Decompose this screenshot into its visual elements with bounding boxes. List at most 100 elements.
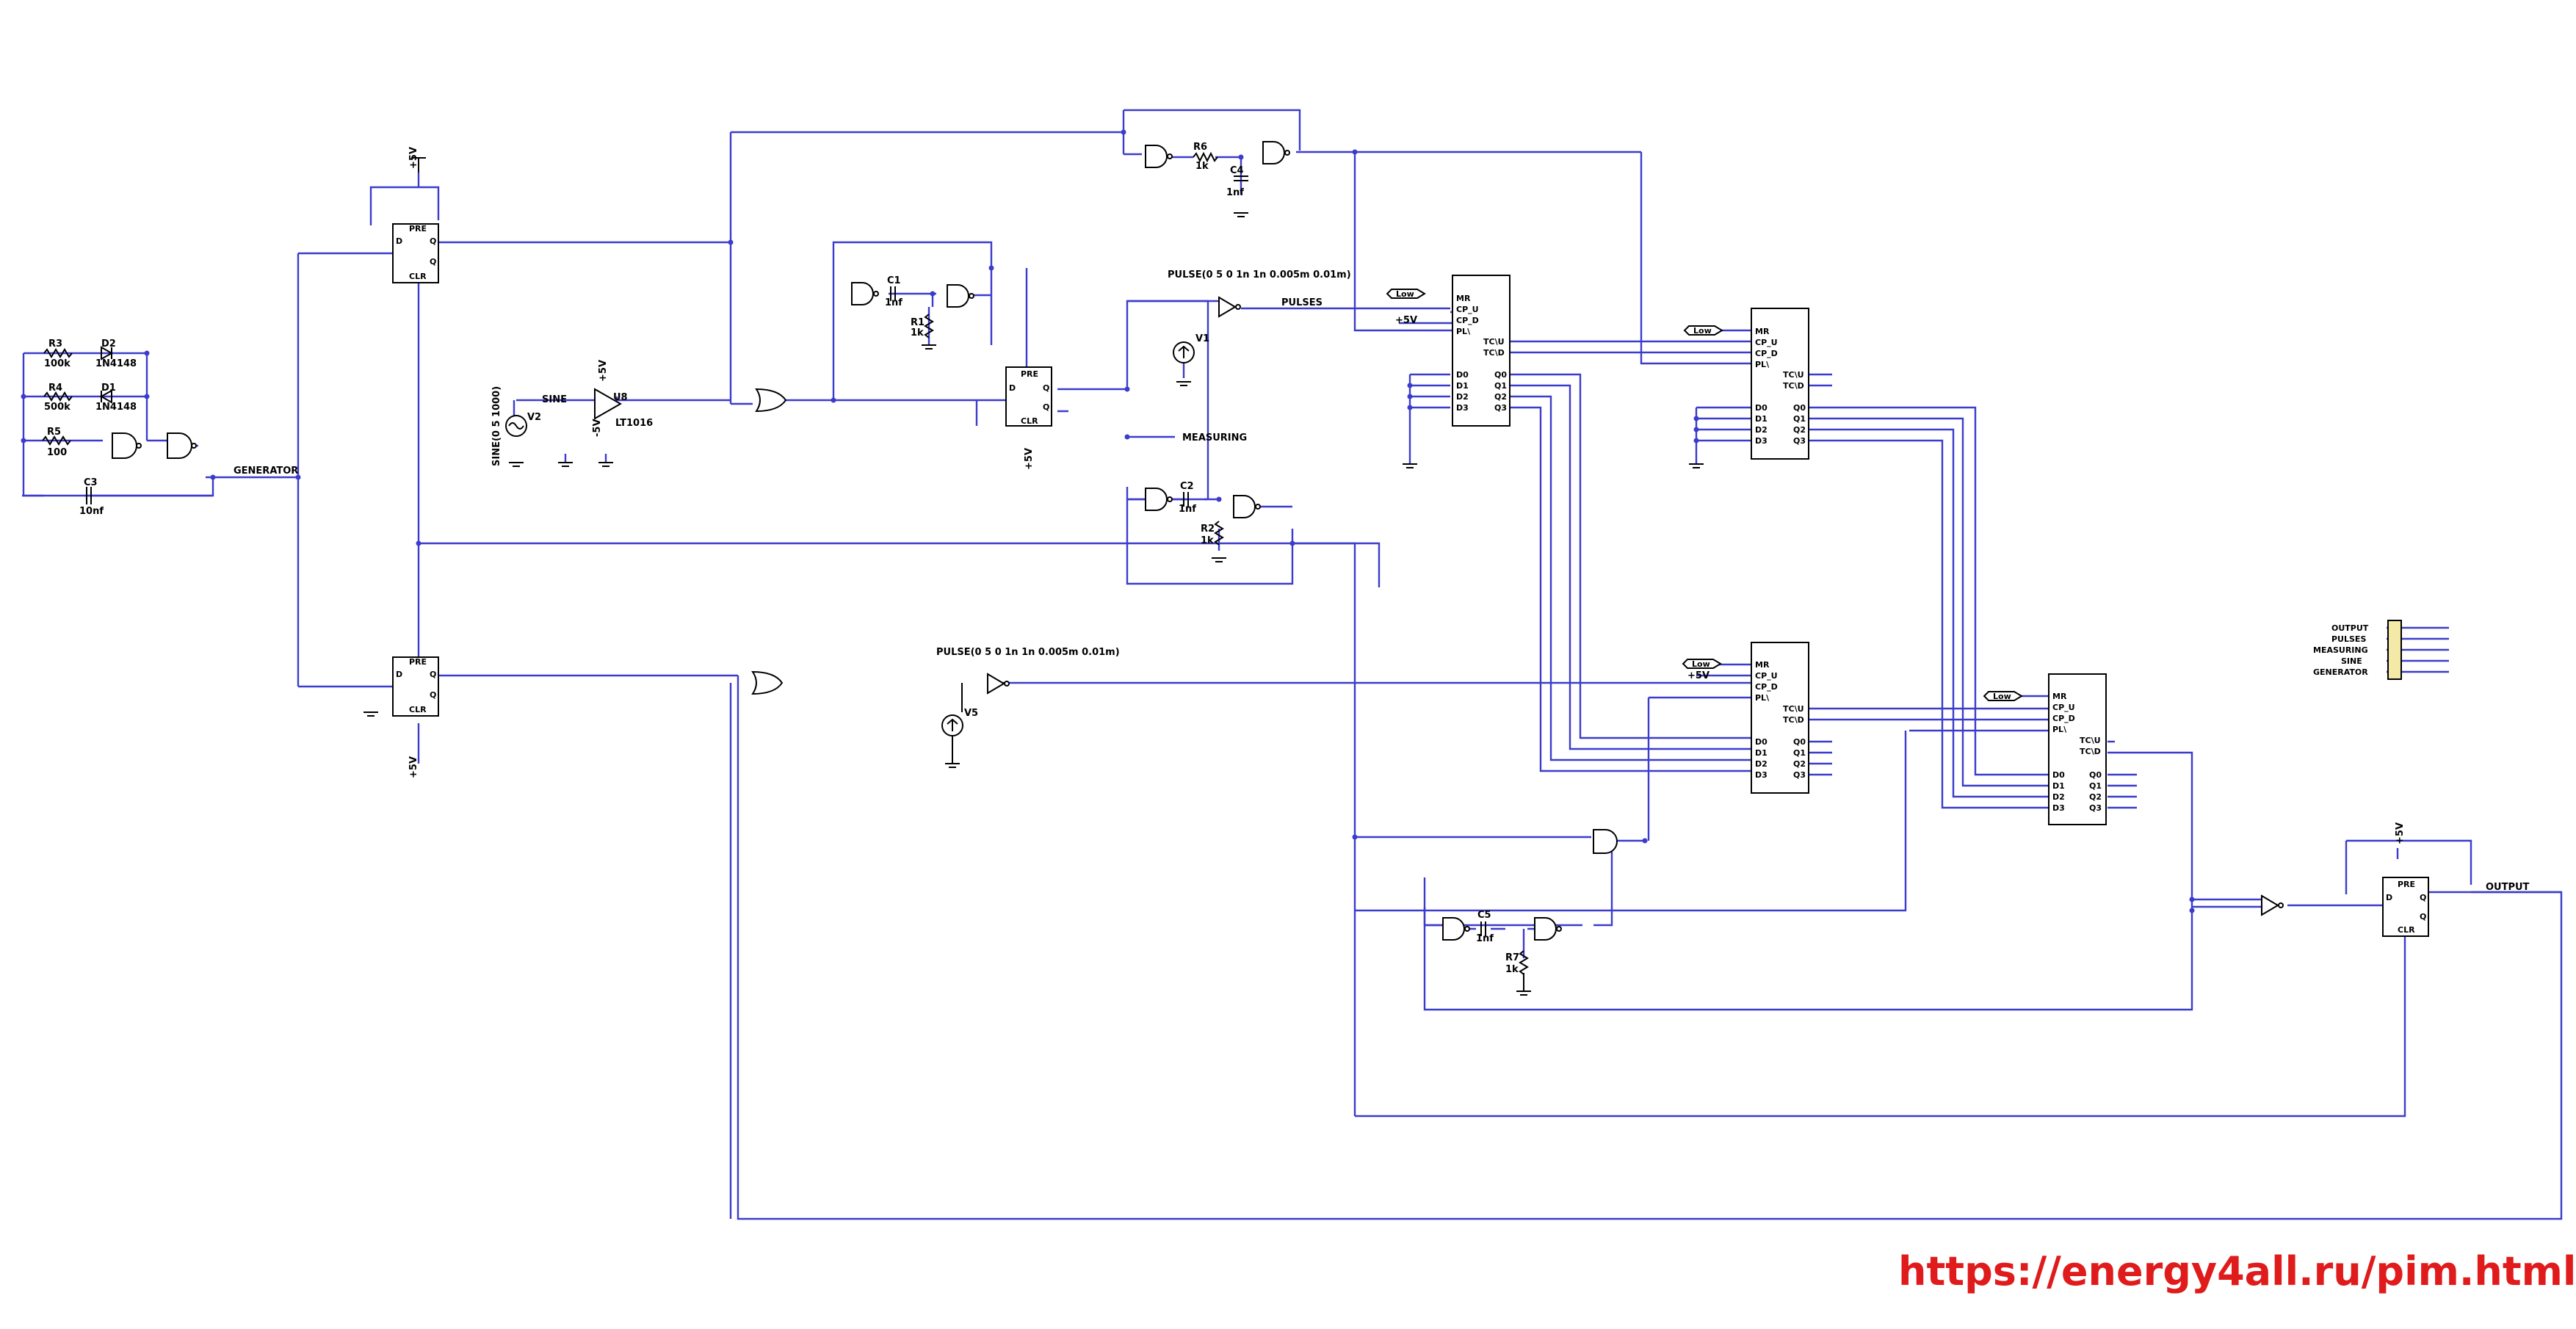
c2-tcd: TC\D: [1783, 381, 1804, 391]
v2-label: V2: [527, 412, 541, 423]
counter-3: MR CP_U CP_D PL\ TC\U TC\D D0 D1 D2 D3 Q…: [1682, 642, 1809, 794]
ff2-qn: Q: [430, 690, 436, 700]
c3-low-flag: Low: [1692, 659, 1710, 669]
r6-label: R6: [1193, 142, 1207, 153]
capacitor-c5: [1480, 921, 1486, 936]
c3-tcd: TC\D: [1783, 715, 1804, 725]
c2-low-flag: Low: [1693, 326, 1712, 336]
v2-value: SINE(0 5 1000): [491, 386, 502, 466]
c2-q2: Q2: [1793, 425, 1806, 435]
pulses-net-label: PULSES: [1281, 297, 1323, 308]
c3-d2: D2: [1755, 759, 1768, 769]
pulse-source-v5: PULSE(0 5 0 1n 1n 0.005m 0.01m) V5: [936, 647, 1120, 768]
probe-pulses: PULSES: [2331, 634, 2366, 644]
counter-4: MR CP_U CP_D PL\ TC\U TC\D D0 D1 D2 D3 Q…: [1983, 673, 2107, 825]
c1-pl: PL\: [1456, 327, 1471, 336]
nand-gate-generator-2: [167, 432, 192, 459]
c1-vcc-label: +5V: [1395, 315, 1417, 326]
nand-gate-generator-1: [112, 432, 137, 459]
c2-q3: Q3: [1793, 436, 1806, 446]
c3-cpu: CP_U: [1755, 671, 1778, 681]
c3-cpd: CP_D: [1755, 682, 1778, 692]
c1-q2: Q2: [1494, 392, 1507, 402]
c2-d0: D0: [1755, 403, 1768, 413]
sine-block: V2 SINE(0 5 1000) SINE U8 LT1016 +5V -5V: [491, 360, 653, 467]
resistor-r2: [1214, 521, 1224, 546]
r3-value: 100k: [44, 358, 70, 369]
probe-output: OUTPUT: [2331, 623, 2369, 633]
c4-d2: D2: [2052, 792, 2065, 802]
c3-q0: Q0: [1793, 737, 1806, 747]
c4-q1: Q1: [2089, 781, 2102, 791]
ff3-clr: CLR: [1021, 416, 1038, 426]
ff1-d: D: [396, 236, 402, 246]
r6-value: 1k: [1195, 161, 1209, 172]
c1-q1: Q1: [1494, 381, 1507, 391]
c3-d3: D3: [1755, 770, 1768, 780]
monostable-top: R6 1k C4 1nf: [1145, 141, 1290, 217]
source-url[interactable]: https://energy4all.ru/pim.html: [1898, 1248, 2576, 1294]
flipflop-2: PRE D Q Q CLR +5V: [363, 656, 439, 778]
v5-label: V5: [964, 708, 978, 719]
u8-vcc-label: +5V: [598, 360, 609, 382]
capacitor-c2: [1183, 492, 1189, 507]
ffo-clr: CLR: [2398, 925, 2415, 935]
c1-mr: MR: [1456, 294, 1471, 303]
c1-q3: Q3: [1494, 403, 1507, 413]
junctions: [21, 129, 2195, 913]
r4-label: R4: [48, 383, 62, 394]
c4-d3: D3: [2052, 803, 2065, 813]
c4-q0: Q0: [2089, 770, 2102, 780]
counter-2: MR CP_U CP_D PL\ TC\U TC\D D0 D1 D2 D3 Q…: [1683, 308, 1809, 468]
c4-q3: Q3: [2089, 803, 2102, 813]
c4-label: C4: [1230, 165, 1244, 176]
probe-measuring: MEASURING: [2313, 645, 2368, 655]
or-gate-top: [755, 388, 787, 413]
c4-tcd: TC\D: [2080, 747, 2101, 756]
v1-value: PULSE(0 5 0 1n 1n 0.005m 0.01m): [1168, 269, 1351, 280]
sine-net-label: SINE: [542, 394, 567, 405]
c4-low-flag: Low: [1993, 692, 2011, 701]
resistor-r3: [43, 348, 73, 358]
c5-value: 1nf: [1476, 933, 1494, 944]
capacitor-c1: [890, 286, 896, 301]
c2-pl: PL\: [1755, 360, 1770, 369]
c2-d1: D1: [1755, 414, 1768, 424]
c3-q2: Q2: [1793, 759, 1806, 769]
c4-pl: PL\: [2052, 725, 2067, 734]
generator-net-label: GENERATOR: [234, 466, 298, 477]
c1-d2: D2: [1456, 392, 1469, 402]
c1-d0: D0: [1456, 370, 1469, 380]
output-net-label: OUTPUT: [2486, 882, 2530, 893]
c4-value: 1nf: [1226, 187, 1244, 198]
ff3-vcc-label: +5V: [1024, 448, 1035, 470]
c2-q1: Q1: [1793, 414, 1806, 424]
c3-d0: D0: [1755, 737, 1768, 747]
c2-d3: D3: [1755, 436, 1768, 446]
ffo-pre: PRE: [2398, 880, 2415, 889]
r1-label: R1: [911, 317, 925, 328]
r4-value: 500k: [44, 402, 70, 413]
c1-tcd: TC\D: [1483, 348, 1505, 358]
flipflop-output: PRE D Q Q CLR +5V OUTPUT: [2382, 822, 2530, 937]
c1-cpu: CP_U: [1456, 305, 1479, 314]
c1-label: C1: [887, 275, 901, 286]
c1-q0: Q0: [1494, 370, 1507, 380]
logic-gates: [751, 388, 2284, 916]
v5-value: PULSE(0 5 0 1n 1n 0.005m 0.01m): [936, 647, 1120, 658]
c1-low-flag: Low: [1396, 289, 1414, 299]
c5-label: C5: [1477, 910, 1491, 921]
c2-label: C2: [1180, 481, 1194, 492]
ff2-clr: CLR: [409, 705, 427, 714]
r5-value: 100: [47, 447, 67, 458]
flipflop-3: PRE D Q Q CLR +5V: [1005, 366, 1052, 470]
c4-cpd: CP_D: [2052, 714, 2075, 723]
monostable-bottom: C5 1nf R7 1k: [1442, 910, 1562, 996]
nand-bubble: [136, 443, 142, 449]
c4-tcu: TC\U: [2080, 736, 2101, 745]
diode-d2: [101, 346, 114, 361]
counter-1: MR CP_U CP_D PL\ TC\U TC\D D0 D1 D2 D3 Q…: [1386, 275, 1510, 468]
u8-vee-label: -5V: [592, 419, 603, 437]
c1-d3: D3: [1456, 403, 1469, 413]
ff3-d: D: [1009, 383, 1016, 393]
